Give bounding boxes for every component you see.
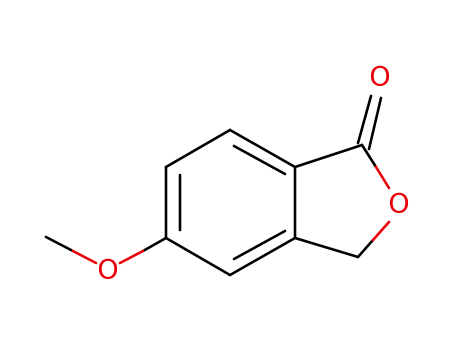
bond-c1-c2-inner xyxy=(232,144,287,176)
bond-carbonyl-double-a xyxy=(356,94,373,145)
bond-ch2-ringO-c xyxy=(356,238,375,259)
bond-c3-ch2 xyxy=(293,236,360,259)
methoxy-oxygen-label: O xyxy=(97,255,118,286)
carbonyl-oxygen-label: O xyxy=(369,62,390,93)
ring-oxygen-label: O xyxy=(388,189,409,220)
bond-carbonyl-ringO-o xyxy=(374,165,391,190)
bond-c1-c2 xyxy=(228,128,297,169)
bond-c2-carbonyl xyxy=(293,143,364,169)
bond-c5-methoxyO-o xyxy=(118,249,145,265)
bond-c5-methoxyO-c xyxy=(141,236,168,253)
bond-ch2-ringO-o xyxy=(371,220,391,242)
bond-carbonyl-ringO-c xyxy=(360,143,378,169)
bond-c4-c5 xyxy=(164,236,232,277)
bond-c3-c4-inner xyxy=(232,229,287,261)
bond-c6-c1 xyxy=(164,128,232,169)
bond-methoxyO-ch3-c xyxy=(44,235,73,252)
bond-carbonyl-double-b xyxy=(367,96,383,151)
bond-c3-c4 xyxy=(228,236,297,277)
bond-methoxyO-ch3-o xyxy=(69,248,98,265)
